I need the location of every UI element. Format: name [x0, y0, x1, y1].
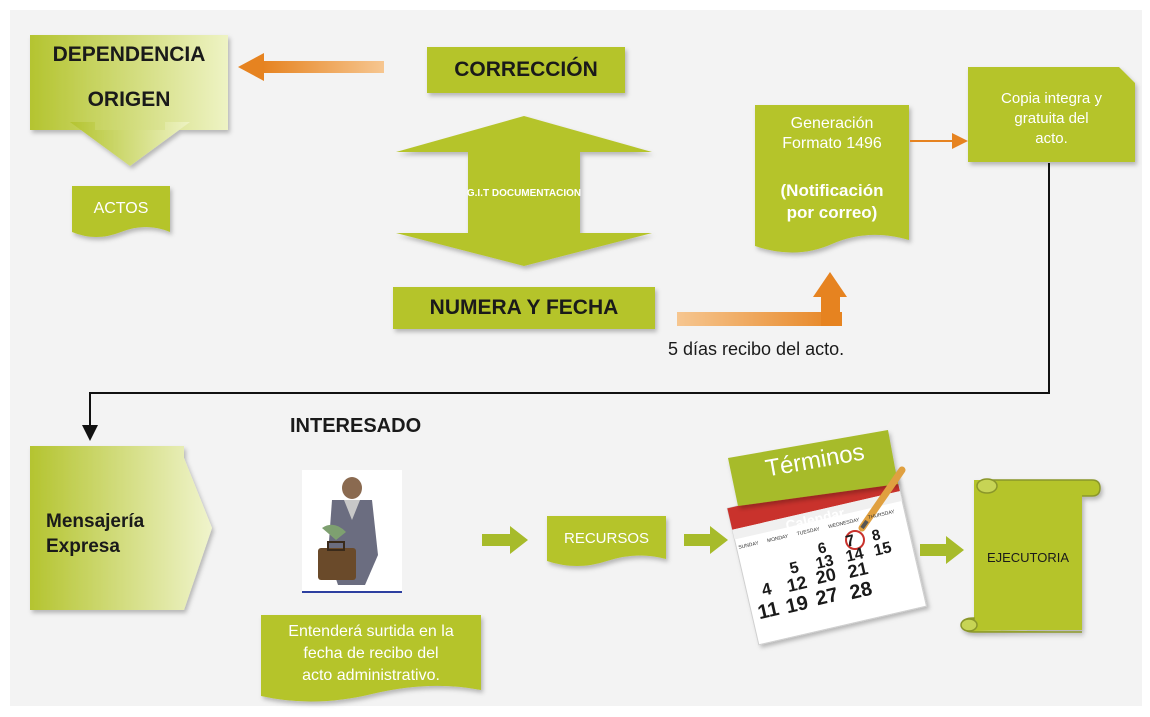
green-arrow-3 — [920, 536, 964, 564]
mensajeria-arrow — [30, 446, 212, 610]
numera-box — [393, 287, 655, 329]
dependencia-line2: ORIGEN — [87, 88, 171, 111]
calendar-number: 27 — [813, 583, 841, 611]
green-arrow-2 — [684, 526, 728, 554]
orange-arrow-left — [238, 53, 384, 81]
mensajeria-line2: Expresa — [46, 536, 120, 557]
entendera-line2: fecha de recibo del — [303, 645, 439, 662]
entendera-line1: Entenderá surtida en la — [288, 623, 454, 640]
ejecutoria-scroll — [960, 478, 1101, 633]
recursos-label: RECURSOS — [563, 529, 649, 547]
entendera-line3: acto administrativo. — [302, 667, 440, 684]
calendar-number: 19 — [783, 591, 811, 619]
git-double-arrow — [396, 116, 652, 266]
generacion-line1: Generación — [790, 115, 874, 132]
copia-line1: Copia integra y — [1001, 89, 1102, 107]
orange-elbow-arrow — [677, 272, 847, 326]
generacion-line2: Formato 1496 — [782, 135, 882, 152]
mensajeria-line1: Mensajería — [46, 511, 145, 532]
recursos-document — [547, 516, 666, 566]
calendar-number: 28 — [847, 577, 875, 605]
dependencia-line1: DEPENDENCIA — [52, 43, 206, 66]
green-arrow-1 — [482, 526, 528, 554]
generacion-line3: (Notificación — [780, 181, 884, 200]
connector-copia-to-mensajeria — [82, 163, 1050, 441]
cinco-dias-label: 5 días recibo del acto. — [668, 338, 845, 359]
actos-label: ACTOS — [93, 200, 149, 217]
correccion-box — [427, 47, 625, 93]
generacion-line4: por correo) — [786, 203, 878, 222]
interesado-label: INTERESADO — [290, 414, 422, 437]
correccion-label: CORRECCIÓN — [454, 58, 598, 81]
numera-label: NUMERA Y FECHA — [429, 296, 619, 319]
copia-box — [968, 67, 1135, 162]
entendera-document — [261, 615, 481, 702]
businessman-clipart — [302, 470, 402, 593]
calendar-illustration — [726, 430, 928, 646]
actos-document — [72, 186, 170, 237]
git-label: G.I.T DOCUMENTACION — [466, 187, 582, 199]
dependencia-origen-shape — [30, 35, 228, 166]
copia-line3: acto. — [1035, 129, 1068, 147]
copia-line2: gratuita del — [1014, 109, 1089, 127]
generacion-document — [755, 105, 909, 253]
ejecutoria-label: EJECUTORIA — [986, 549, 1070, 565]
